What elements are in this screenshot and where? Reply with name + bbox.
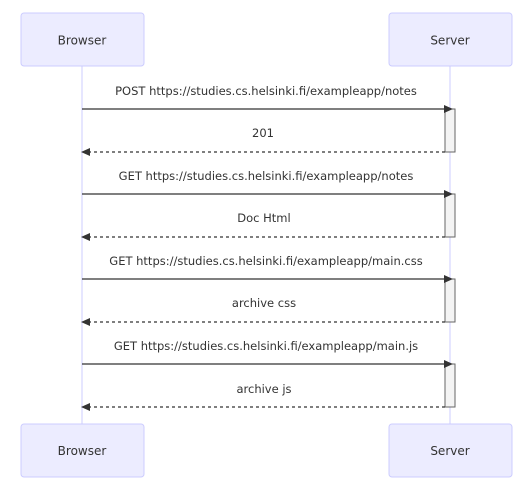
message-response-doc-html: Doc Html <box>81 211 445 241</box>
arrowhead-left <box>81 148 90 156</box>
message-response-archive-css: archive css <box>81 296 445 326</box>
server-activation-3 <box>444 278 456 323</box>
server-activation-4 <box>444 363 456 408</box>
message-request-notes-post: POST https://studies.cs.helsinki.fi/exam… <box>82 84 453 113</box>
message-response-201: 201 <box>81 126 445 156</box>
arrowhead-right <box>444 275 453 283</box>
participant-box <box>388 423 513 478</box>
participant-label: Browser <box>58 444 107 458</box>
message-label: GET https://studies.cs.helsinki.fi/examp… <box>114 339 418 353</box>
message-label: GET https://studies.cs.helsinki.fi/examp… <box>119 169 414 183</box>
arrowhead-left <box>81 318 90 326</box>
message-request-main-css: GET https://studies.cs.helsinki.fi/examp… <box>82 254 453 283</box>
participant-browser-bottom: Browser <box>20 423 145 478</box>
message-label: archive css <box>232 296 296 310</box>
arrowhead-right <box>444 190 453 198</box>
participant-browser-top: Browser <box>20 12 145 67</box>
message-label: GET https://studies.cs.helsinki.fi/examp… <box>109 254 422 268</box>
participant-label: Server <box>430 34 469 48</box>
arrowhead-right <box>444 105 453 113</box>
participant-box <box>20 423 145 478</box>
server-activation-1 <box>444 108 456 153</box>
message-response-archive-js: archive js <box>81 382 445 411</box>
participant-box <box>388 12 513 67</box>
message-label: POST https://studies.cs.helsinki.fi/exam… <box>115 84 417 98</box>
arrowhead-right <box>444 360 453 368</box>
participant-label: Browser <box>58 34 107 48</box>
message-request-main-js: GET https://studies.cs.helsinki.fi/examp… <box>82 339 453 368</box>
message-label: 201 <box>252 126 274 140</box>
participant-server-bottom: Server <box>388 423 513 478</box>
arrowhead-left <box>81 403 90 411</box>
message-label: Doc Html <box>237 211 290 225</box>
server-activation-2 <box>444 193 456 238</box>
message-label: archive js <box>236 382 291 396</box>
participant-server-top: Server <box>388 12 513 67</box>
arrowhead-left <box>81 233 90 241</box>
message-request-notes-get: GET https://studies.cs.helsinki.fi/examp… <box>82 169 453 198</box>
participant-label: Server <box>430 444 469 458</box>
participant-box <box>20 12 145 67</box>
